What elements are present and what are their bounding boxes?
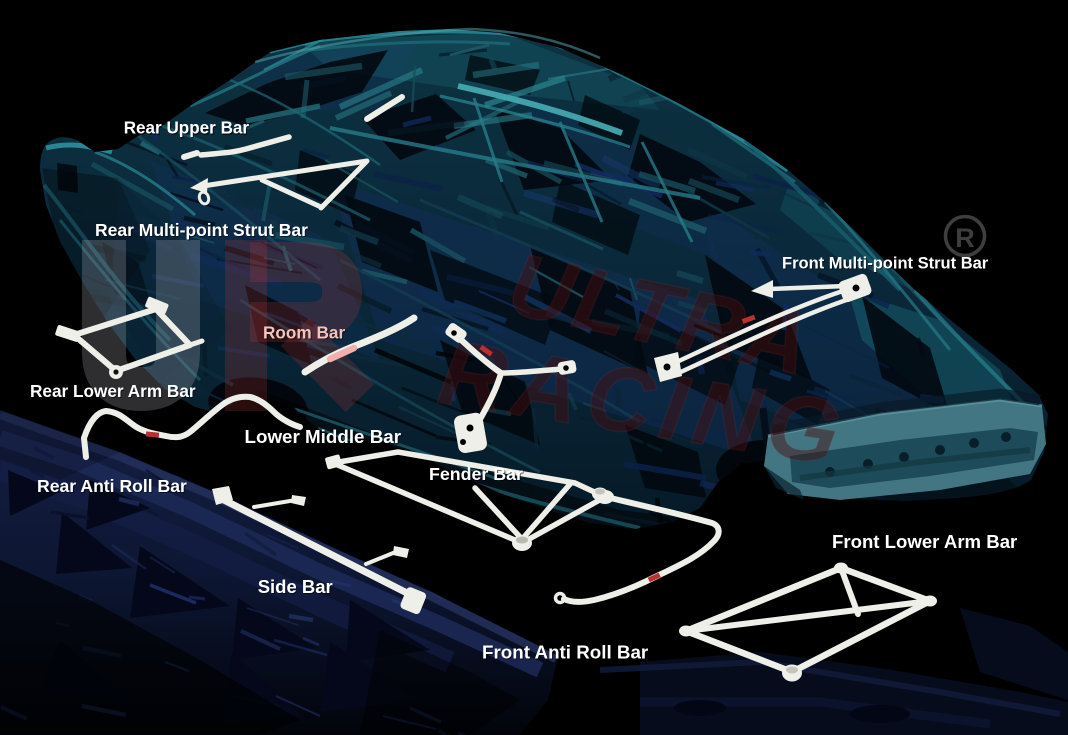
svg-text:Front Lower Arm Bar: Front Lower Arm Bar: [833, 532, 1018, 553]
svg-text:Rear Multi-point Strut Bar: Rear Multi-point Strut Bar: [96, 221, 309, 241]
svg-text:Side Bar: Side Bar: [258, 576, 333, 597]
svg-text:Rear Lower Arm Bar: Rear Lower Arm Bar: [31, 382, 197, 402]
svg-text:Lower Middle Bar: Lower Middle Bar: [246, 427, 403, 448]
svg-text:R: R: [955, 223, 975, 253]
svg-text:Room Bar: Room Bar: [263, 323, 345, 343]
svg-text:Room Bar: Room Bar: [264, 324, 346, 344]
svg-text:Fender Bar: Fender Bar: [430, 465, 524, 485]
svg-text:Rear Anti Roll Bar: Rear Anti Roll Bar: [37, 476, 187, 496]
svg-text:Rear Upper Bar: Rear Upper Bar: [125, 120, 251, 139]
svg-text:Side Bar: Side Bar: [259, 577, 334, 598]
svg-text:Front Anti Roll Bar: Front Anti Roll Bar: [483, 643, 650, 664]
svg-text:Rear Anti Roll Bar: Rear Anti Roll Bar: [38, 477, 188, 497]
svg-text:Fender Bar: Fender Bar: [429, 464, 523, 484]
svg-text:Lower Middle Bar: Lower Middle Bar: [245, 426, 402, 447]
svg-text:Rear Lower Arm Bar: Rear Lower Arm Bar: [30, 381, 196, 401]
svg-text:Front Lower Arm Bar: Front Lower Arm Bar: [832, 531, 1017, 552]
svg-text:Front Multi-point Strut Bar: Front Multi-point Strut Bar: [783, 256, 990, 274]
svg-text:Front Multi-point Strut Bar: Front Multi-point Strut Bar: [782, 255, 989, 273]
svg-text:Rear Multi-point Strut Bar: Rear Multi-point Strut Bar: [95, 220, 308, 240]
svg-text:Front Anti Roll Bar: Front Anti Roll Bar: [482, 642, 649, 663]
svg-text:Rear Upper Bar: Rear Upper Bar: [124, 119, 250, 138]
